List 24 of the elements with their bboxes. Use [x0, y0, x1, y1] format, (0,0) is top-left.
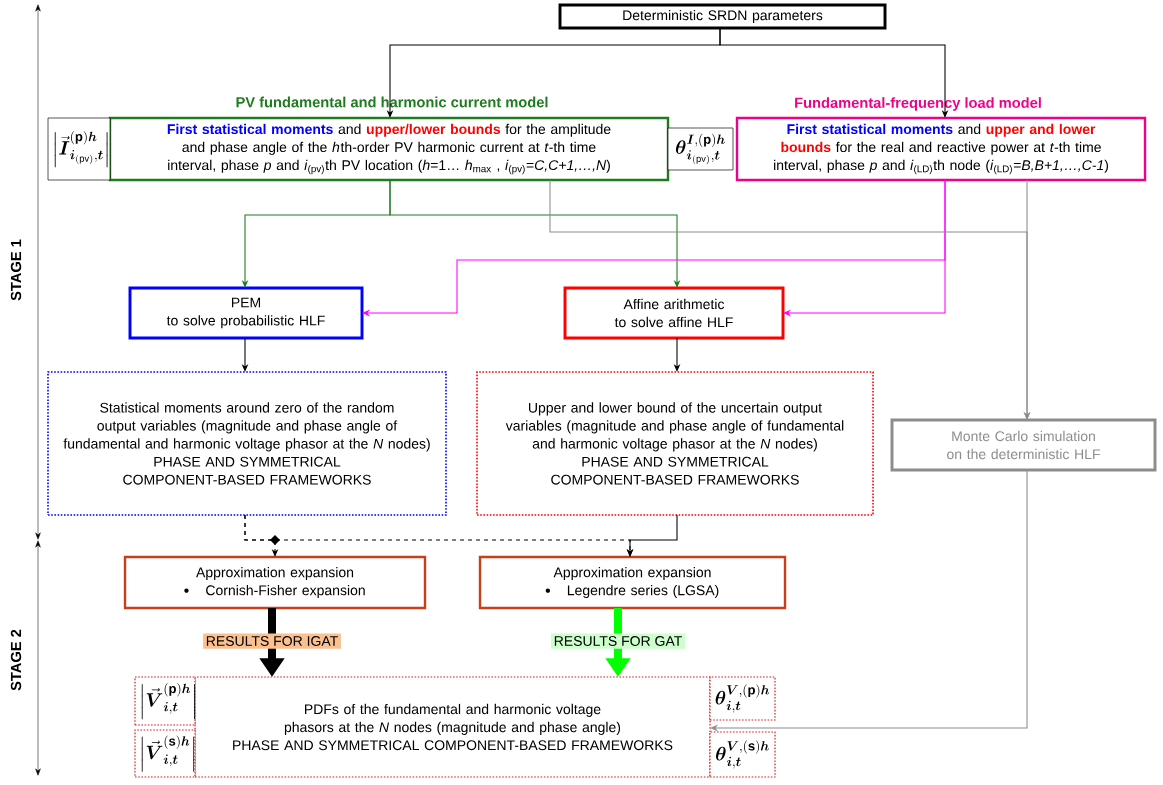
process-box: Monte Carlo simulation on the deterministic HLF	[890, 418, 1157, 472]
edge-label: RESULTS FOR GAT	[551, 633, 685, 649]
result-box: PDFs of the fundamental and harmonic voltage phasors at the N nodes (magnitude and phase angle) PHASE AND SYMMETRICAL COMPONENT-BASED FRAMEWORKS	[194, 676, 711, 778]
arrow	[783, 179, 946, 317]
formula-box: $\left|\vec{\boldsymbol{V}}^{(\mathbf{s})\boldsymbol{h}}_{\boldsymbol{i},\boldsymbol{t}}\right|$	[134, 729, 196, 778]
formula-box: $\left|\vec{\boldsymbol{I}}^{(\mathbf{p})\boldsymbol{h}}_{\boldsymbol{i}_{(\mathrm{pv})},\boldsymbol{t}}\right|$	[47, 117, 111, 181]
formula-box: $\boldsymbol{\theta}^{\boldsymbol{I},(\mathbf{p})\boldsymbol{h}}_{\boldsymbol{i}_{(\mathrm{pv})},\boldsymbol{t}}$	[667, 127, 734, 171]
box-heading: Fundamental-frequency load model	[795, 97, 1041, 111]
arrow	[710, 469, 1028, 732]
formula-box: $\boldsymbol{\theta}^{\boldsymbol{V},(\mathbf{s})\boldsymbol{h}}_{\boldsymbol{i},\boldsymbol{t}}$	[709, 731, 776, 778]
arrow	[389, 179, 681, 288]
output-box: Upper and lower bound of the uncertain output variables (magnitude and phase angle of fundamental and harmonic voltage phasor at the N nodes) PHASE AND SYMMETRICAL COMPONENT-BASED FRAMEWORKS	[476, 371, 874, 516]
input-box: Deterministic SRDN parameters	[558, 3, 887, 30]
arrow	[719, 27, 949, 118]
output-box: Statistical moments around zero of the random output variables (magnitude and phase angle of fundamental and harmonic voltage phasor at the N nodes) PHASE AND SYMMETRICAL COMPONENT-BASED FRAMEWORKS	[47, 371, 447, 516]
stage-label: STAGE 2	[10, 629, 22, 691]
formula-box: $\left|\vec{\boldsymbol{V}}^{(\mathbf{p})\boldsymbol{h}}_{\boldsymbol{i},\boldsymbol{t}}\right|$	[134, 676, 196, 726]
edge-label: RESULTS FOR IGAT	[203, 633, 341, 649]
process-box: Approximation expansion Legendre series (LGSA)	[478, 555, 787, 610]
process-box: Approximation expansion Cornish-Fisher expansion	[123, 555, 427, 610]
formula-box: $\boldsymbol{\theta}^{\boldsymbol{V},(\mathbf{p})\boldsymbol{h}}_{\boldsymbol{i},\boldsymbol{t}}$	[709, 676, 776, 721]
process-box: Affine arithmetic to solve affine HLF	[563, 286, 785, 340]
process-box: PEM to solve probabilistic HLF	[128, 286, 364, 340]
stage-label: STAGE 1	[10, 239, 22, 301]
